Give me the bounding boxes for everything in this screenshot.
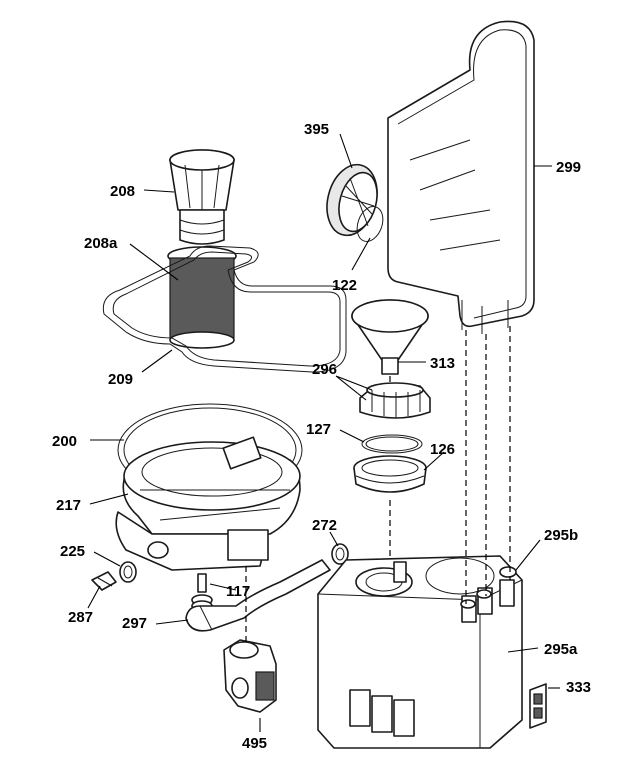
sump-217 (115, 436, 301, 571)
label-117: 117 (226, 583, 250, 600)
label-299: 299 (556, 159, 581, 176)
seal-225 (119, 561, 137, 583)
label-297: 297 (122, 615, 147, 632)
valve-287 (91, 571, 117, 591)
label-296: 296 (312, 361, 337, 378)
part-labels: 395 299 208 208a 122 313 209 296 127 126… (52, 121, 591, 752)
leader-lines (87, 133, 560, 732)
assembly-dashed-lines (245, 326, 511, 642)
label-333: 333 (566, 679, 591, 696)
tank-299 (387, 20, 535, 334)
label-200: 200 (52, 433, 77, 450)
gasket-209 (102, 245, 347, 373)
label-127: 127 (306, 421, 331, 438)
label-395: 395 (304, 121, 329, 138)
label-295a: 295a (544, 641, 578, 658)
label-313: 313 (430, 355, 455, 372)
salt-cap-296 (359, 382, 431, 419)
label-217: 217 (56, 497, 81, 514)
label-208a: 208a (84, 235, 118, 252)
neck-ring-126 (353, 455, 427, 493)
pump-495 (223, 639, 277, 713)
cap-395 (326, 163, 378, 237)
label-295b: 295b (544, 527, 578, 544)
label-287: 287 (68, 609, 93, 626)
bracket-333 (529, 683, 547, 729)
label-272: 272 (312, 517, 337, 534)
o-ring-122 (356, 206, 384, 242)
label-225: 225 (60, 543, 85, 560)
softener-295a (317, 555, 523, 749)
label-209: 209 (108, 371, 133, 388)
funnel-313 (351, 299, 429, 375)
filter-208 (169, 149, 235, 245)
label-126: 126 (430, 441, 455, 458)
label-495: 495 (242, 735, 267, 752)
clamp-272 (331, 543, 349, 565)
label-208: 208 (110, 183, 135, 200)
mesh-filter-208a (167, 246, 237, 349)
o-ring-127 (361, 434, 423, 454)
hose-297 (185, 559, 331, 632)
label-122: 122 (332, 277, 357, 294)
